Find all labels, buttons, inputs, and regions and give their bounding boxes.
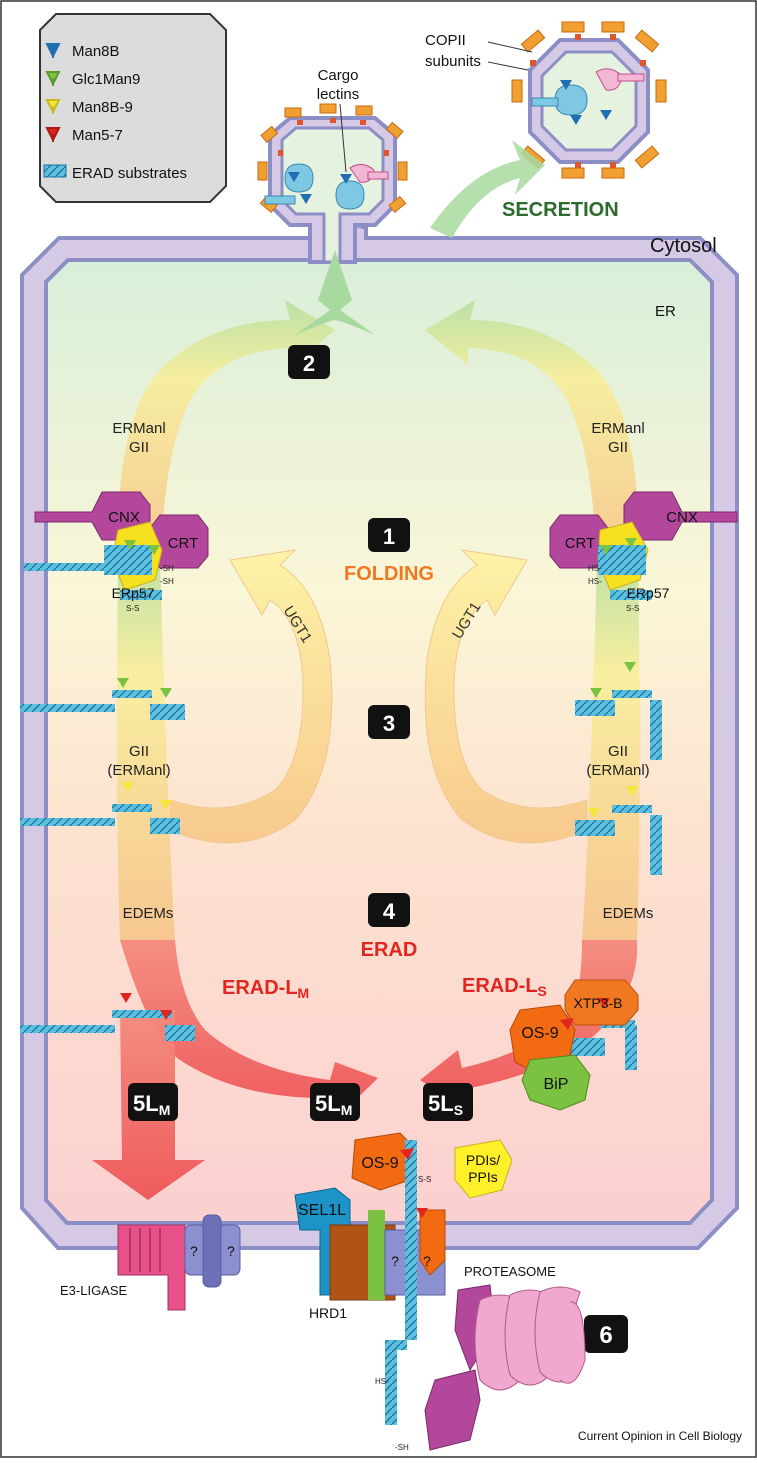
ermanl-left-label-2: (ERManl) xyxy=(107,762,170,779)
sh-label: -SH xyxy=(160,577,174,586)
man8b-icon xyxy=(45,43,61,59)
erad-ls-complex xyxy=(509,979,639,1111)
ss-label: S-S xyxy=(126,604,139,613)
e3-unknown-2: ? xyxy=(227,1243,235,1259)
gii-left-label-2: GII xyxy=(129,743,149,760)
proteasome xyxy=(424,1284,586,1451)
erp57-right-label: ERp57 xyxy=(627,585,670,601)
hs-label: HS- xyxy=(588,577,602,586)
cytosol-label: Cytosol xyxy=(650,235,717,257)
step-3-label: 3 xyxy=(383,711,395,736)
man5-7-icon xyxy=(45,127,61,143)
ugt1-loop-left xyxy=(169,549,333,844)
crt-left-label: CRT xyxy=(168,535,199,552)
hrd1-unknown-2: ? xyxy=(423,1253,431,1269)
legend-item-label: Man8B-9 xyxy=(72,99,133,116)
er-lumen xyxy=(44,258,714,1225)
os9-right-label: OS-9 xyxy=(521,1025,558,1042)
copii-vesicle xyxy=(511,21,667,179)
legend-item-label: Glc1Man9 xyxy=(72,71,140,88)
step-2-label: 2 xyxy=(303,351,315,376)
cnx-crt-complex-left xyxy=(24,491,209,600)
erad-ls-label: ERAD-LS xyxy=(462,975,547,999)
cargo-lectins-label: Cargo xyxy=(318,67,359,84)
ermanl-right-label-2: (ERManl) xyxy=(586,762,649,779)
hs-label: HS- xyxy=(588,564,602,573)
hs-label: HS- xyxy=(375,1377,389,1386)
secretion-label: SECRETION xyxy=(502,199,619,221)
substrate-chains xyxy=(20,662,662,1070)
sh-label: -SH xyxy=(395,1443,409,1452)
ermanl-left-label: ERManl xyxy=(112,420,165,437)
folding-label: FOLDING xyxy=(344,563,434,585)
step-5lm-mid-label: 5LM xyxy=(315,1091,352,1118)
channel-right xyxy=(582,560,640,940)
export-arrow-up xyxy=(295,250,375,335)
footer-credit: Current Opinion in Cell Biology xyxy=(578,1429,742,1443)
hrd1-label: HRD1 xyxy=(309,1305,347,1321)
copii-label: COPII xyxy=(425,32,466,49)
erad-lm-label: ERAD-LM xyxy=(222,977,309,1001)
e3-unknown-1: ? xyxy=(190,1243,198,1259)
crt-right-label: CRT xyxy=(565,535,596,552)
sh-label: -SH xyxy=(160,564,174,573)
gii-right-label: GII xyxy=(608,439,628,456)
e3-ligase-complex xyxy=(117,1214,241,1311)
step-5ls-label: 5LS xyxy=(428,1091,463,1118)
cnx-left-label: CNX xyxy=(108,509,140,526)
export-arrow-right xyxy=(425,300,639,560)
edems-left-label: EDEMs xyxy=(123,905,174,922)
export-arrow-left xyxy=(117,300,335,560)
bip-label: BiP xyxy=(544,1076,569,1093)
edems-right-label: EDEMs xyxy=(603,905,654,922)
legend-item-label: Man8B xyxy=(72,43,120,60)
hrd1-complex xyxy=(294,1132,513,1425)
step-1-label: 1 xyxy=(383,524,395,549)
copii-subunits-label: subunits xyxy=(425,53,481,70)
ss-label: S-S xyxy=(626,604,639,613)
er-label: ER xyxy=(655,303,676,320)
budding-vesicle xyxy=(257,103,408,264)
ugt1-loop-right xyxy=(424,549,588,844)
step-5lm-left-label: 5LM xyxy=(133,1091,170,1118)
gii-left-label: GII xyxy=(129,439,149,456)
gii-right-label-2: GII xyxy=(608,743,628,760)
sel1l-label: SEL1L xyxy=(298,1202,346,1219)
ppis-label: PPIs xyxy=(468,1169,498,1185)
glc1man9-icon xyxy=(45,71,61,87)
step-6-label: 6 xyxy=(599,1322,612,1349)
man8b-9-icon xyxy=(45,99,61,115)
erp57-left-label: ERp57 xyxy=(112,585,155,601)
ermanl-right-label: ERManl xyxy=(591,420,644,437)
proteasome-label: PROTEASOME xyxy=(464,1264,556,1279)
hrd1-unknown-1: ? xyxy=(391,1253,399,1269)
step-badges xyxy=(128,345,628,1353)
xtp3b-label: XTP3-B xyxy=(573,995,622,1011)
cnx-crt-complex-right xyxy=(549,491,738,600)
erad-label: ERAD xyxy=(361,939,418,961)
step-4-label: 4 xyxy=(383,899,396,924)
legend-item-label: ERAD substrates xyxy=(72,165,187,182)
cargo-lectins-label: lectins xyxy=(317,86,360,103)
secretion-arrow xyxy=(430,140,545,238)
pdis-label: PDIs/ xyxy=(466,1152,500,1168)
erad-substrate-icon xyxy=(43,164,67,178)
e3-ligase-label: E3-LIGASE xyxy=(60,1283,128,1298)
legend: Man8B Glc1Man9 Man8B-9 Man5-7 ERAD subst… xyxy=(39,13,227,203)
legend-item-label: Man5-7 xyxy=(72,127,123,144)
channel-left xyxy=(116,560,175,940)
os9-mid-label: OS-9 xyxy=(361,1155,398,1172)
ss-label: S-S xyxy=(418,1175,431,1184)
cnx-right-label: CNX xyxy=(666,509,698,526)
